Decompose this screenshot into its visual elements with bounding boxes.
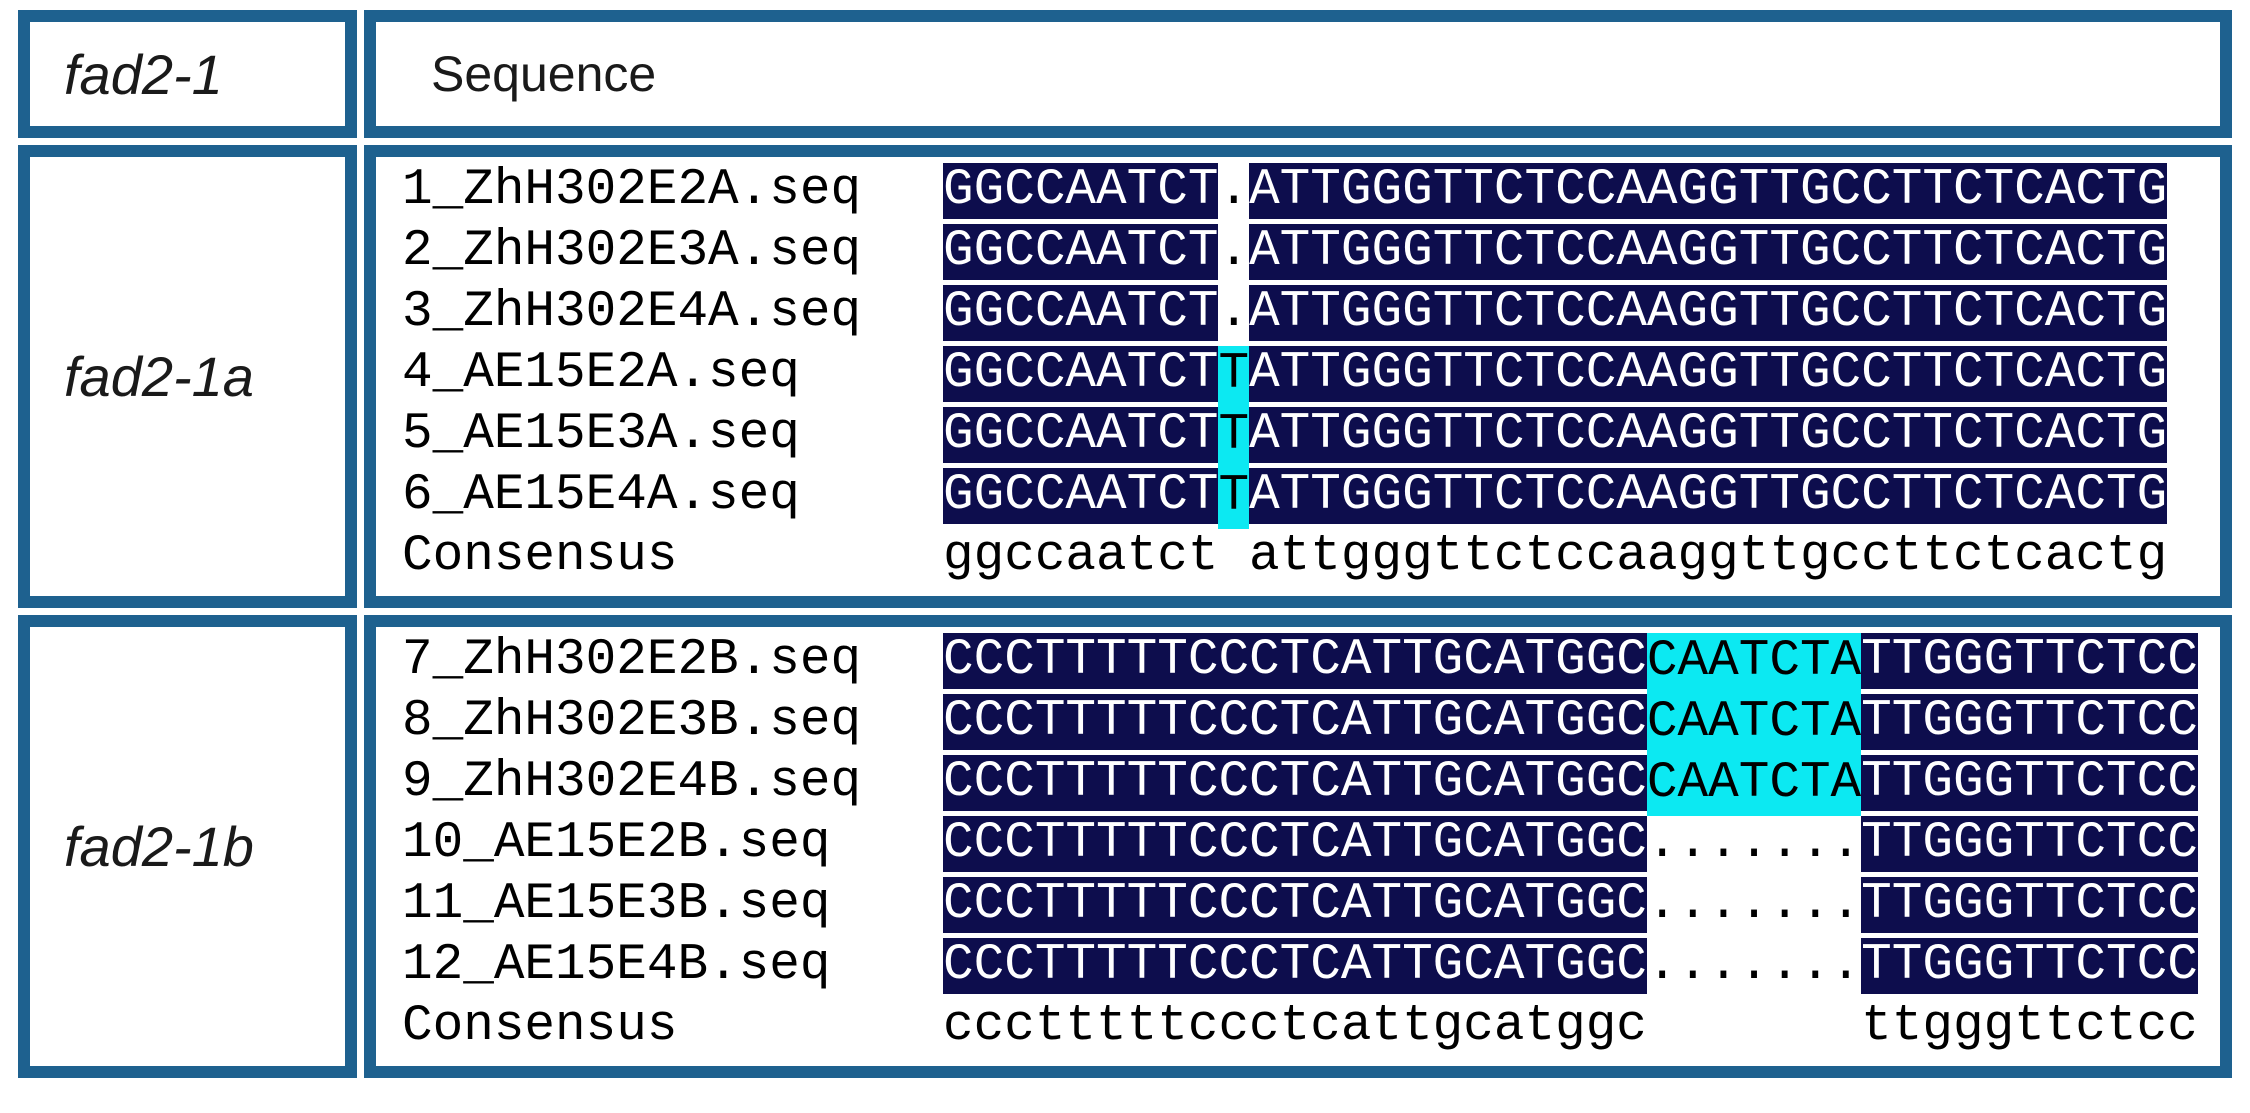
sequence-text: GGCCAATCT.ATTGGGTTCTCCAAGGTTGCCTTCTCACTG [943,162,2168,220]
match-segment: ATTGGGTTCTCCAAGGTTGCCTTCTCACTG [1249,162,2168,219]
match-segment: TTGGGTTCTCC [1861,937,2198,994]
variant-segment: CAATCTA [1646,694,1862,755]
match-segment: TTGGGTTCTCC [1861,693,2198,750]
alignment-row: 9_ZhH302E4B.seq CCCTTTTTCCCTCATTGCATGGCCA… [402,755,2220,816]
alignment-row: 12_AE15E4B.seq CCCTTTTTCCCTCATTGCATGGC...… [402,938,2220,999]
sequence-name: 9_ZhH302E4B.seq [402,754,862,811]
match-segment: CCCTTTTTCCCTCATTGCATGGC [943,876,1647,933]
match-segment: TTGGGTTCTCC [1861,876,2198,933]
sequence-name: 12_AE15E4B.seq [402,937,831,994]
alignment-row: 1_ZhH302E2A.seq GGCCAATCT.ATTGGGTTCTCCAAG… [402,163,2220,224]
gene-family-label: fad2-1 [64,42,223,106]
sequence-name: 6_AE15E4A.seq [402,467,800,524]
gap-segment: ....... [1646,937,1862,994]
match-segment: TTGGGTTCTCC [1861,815,2198,872]
sequence-name: 10_AE15E2B.seq [402,815,831,872]
sequence-text: ccctttttccctcattgcatggc ttgggttctcc [943,999,2198,1056]
alignment-row: 4_AE15E2A.seq GGCCAATCTTATTGGGTTCTCCAAGGT… [402,346,2220,407]
sequence-name: 4_AE15E2A.seq [402,345,800,402]
sequence-name: 1_ZhH302E2A.seq [402,162,862,219]
sequence-text: GGCCAATCTTATTGGGTTCTCCAAGGTTGCCTTCTCACTG [943,345,2168,407]
gene-label: fad2-1a [64,345,254,408]
sequence-text: CCCTTTTTCCCTCATTGCATGGCCAATCTATTGGGTTCTC… [943,693,2198,755]
sequence-text: GGCCAATCTTATTGGGTTCTCCAAGGTTGCCTTCTCACTG [943,467,2168,529]
match-segment: CCCTTTTTCCCTCATTGCATGGC [943,632,1647,689]
sequence-name: 5_AE15E3A.seq [402,406,800,463]
variant-segment: T [1218,346,1250,407]
sequence-name: 3_ZhH302E4A.seq [402,284,862,341]
alignment-row: 6_AE15E4A.seq GGCCAATCTTATTGGGTTCTCCAAGGT… [402,468,2220,529]
match-segment: CCCTTTTTCCCTCATTGCATGGC [943,815,1647,872]
sequence-name: 11_AE15E3B.seq [402,876,831,933]
consensus-row: Consensus ccctttttccctcattgcatggc ttgggtt… [402,999,2220,1060]
variant-segment: CAATCTA [1646,633,1862,694]
consensus-label: Consensus [402,528,678,585]
variant-segment: T [1218,468,1250,529]
match-segment: GGCCAATCT [943,284,1219,341]
consensus-row: Consensus ggccaatct attgggttctccaaggttgcc… [402,529,2220,590]
alignment-row: 11_AE15E3B.seq CCCTTTTTCCCTCATTGCATGGC...… [402,877,2220,938]
alignment-row: 7_ZhH302E2B.seq CCCTTTTTCCCTCATTGCATGGCCA… [402,633,2220,694]
alignment-row: 10_AE15E2B.seq CCCTTTTTCCCTCATTGCATGGC...… [402,816,2220,877]
header-sequence-cell: Sequence [364,10,2232,138]
match-segment: CCCTTTTTCCCTCATTGCATGGC [943,693,1647,750]
match-segment: ATTGGGTTCTCCAAGGTTGCCTTCTCACTG [1249,467,2168,524]
sequence-text: ggccaatct attgggttctccaaggttgccttctcactg [943,529,2167,586]
gap-segment: ....... [1646,876,1862,933]
match-segment: ATTGGGTTCTCCAAGGTTGCCTTCTCACTG [1249,345,2168,402]
match-segment: ATTGGGTTCTCCAAGGTTGCCTTCTCACTG [1249,284,2168,341]
sequence-name: 2_ZhH302E3A.seq [402,223,862,280]
match-segment: ATTGGGTTCTCCAAGGTTGCCTTCTCACTG [1249,223,2168,280]
sequence-text: CCCTTTTTCCCTCATTGCATGGCCAATCTATTGGGTTCTC… [943,754,2198,816]
match-segment: TTGGGTTCTCC [1861,632,2198,689]
sequence-text: CCCTTTTTCCCTCATTGCATGGC.......TTGGGTTCTC… [943,938,2198,995]
match-segment: CCCTTTTTCCCTCATTGCATGGC [943,754,1647,811]
match-segment: ATTGGGTTCTCCAAGGTTGCCTTCTCACTG [1249,406,2168,463]
gap-segment: . [1218,284,1250,341]
alignment-row: 8_ZhH302E3B.seq CCCTTTTTCCCTCATTGCATGGCCA… [402,694,2220,755]
sequence-text: CCCTTTTTCCCTCATTGCATGGC.......TTGGGTTCTC… [943,877,2198,934]
match-segment: TTGGGTTCTCC [1861,754,2198,811]
match-segment: GGCCAATCT [943,223,1219,280]
variant-segment: CAATCTA [1646,755,1862,816]
gap-segment: . [1218,223,1250,280]
sequence-text: GGCCAATCT.ATTGGGTTCTCCAAGGTTGCCTTCTCACTG [943,284,2168,342]
match-segment: CCCTTTTTCCCTCATTGCATGGC [943,937,1647,994]
gap-segment: ....... [1646,815,1862,872]
sequence-column-label: Sequence [431,46,657,102]
gene-label: fad2-1b [64,815,254,878]
gap-segment: ccctttttccctcattgcatggc ttgggttctcc [943,998,2198,1055]
gene-cell-fad2-1a: fad2-1a [18,145,357,608]
variant-segment: T [1218,407,1250,468]
sequence-name: 8_ZhH302E3B.seq [402,693,862,750]
match-segment: GGCCAATCT [943,406,1219,463]
sequence-text: GGCCAATCT.ATTGGGTTCTCCAAGGTTGCCTTCTCACTG [943,223,2168,281]
sequence-text: GGCCAATCTTATTGGGTTCTCCAAGGTTGCCTTCTCACTG [943,406,2168,468]
match-segment: GGCCAATCT [943,345,1219,402]
alignment-row: 3_ZhH302E4A.seq GGCCAATCT.ATTGGGTTCTCCAAG… [402,285,2220,346]
gene-cell-fad2-1b: fad2-1b [18,615,357,1078]
sequence-text: CCCTTTTTCCCTCATTGCATGGCCAATCTATTGGGTTCTC… [943,632,2198,694]
header-row: fad2-1 Sequence [18,10,2232,138]
gap-segment: ggccaatct attgggttctccaaggttgccttctcactg [943,528,2168,585]
match-segment: GGCCAATCT [943,162,1219,219]
sequence-text: CCCTTTTTCCCTCATTGCATGGC.......TTGGGTTCTC… [943,816,2198,873]
gap-segment: . [1218,162,1250,219]
consensus-label: Consensus [402,998,678,1055]
alignment-row: 5_AE15E3A.seq GGCCAATCTTATTGGGTTCTCCAAGGT… [402,407,2220,468]
match-segment: GGCCAATCT [943,467,1219,524]
header-gene-cell: fad2-1 [18,10,357,138]
sequence-name: 7_ZhH302E2B.seq [402,632,862,689]
alignment-row: 2_ZhH302E3A.seq GGCCAATCT.ATTGGGTTCTCCAAG… [402,224,2220,285]
